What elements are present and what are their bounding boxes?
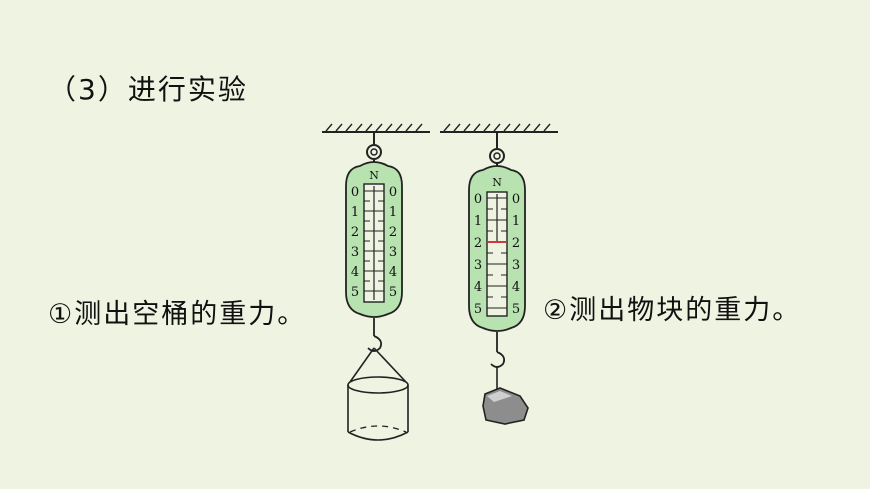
- ceiling-bar-left: [322, 123, 430, 133]
- scale-2-tick-left: 1: [474, 214, 482, 229]
- hook-2: [490, 351, 506, 368]
- scale-2-tick-left: 4: [474, 280, 482, 295]
- scale-2-tick-left: 5: [474, 302, 482, 317]
- scale-1-tick-left: 1: [351, 205, 359, 220]
- scale-2-tick-right: 4: [512, 280, 520, 295]
- spring-scale-1: N 0 1 2 3 4 5 0 1 2 3 4 5: [345, 132, 403, 352]
- step-1-caption: ①测出空桶的重力。: [48, 299, 307, 330]
- scale-2-tick-left: 3: [474, 258, 482, 273]
- scale-2-tick-right: 0: [512, 192, 520, 207]
- scale-1-tick-right: 5: [389, 285, 397, 300]
- scale-1-tick-right: 2: [389, 225, 397, 240]
- scale-2-unit: N: [492, 176, 502, 189]
- stone-block: [482, 366, 529, 425]
- scale-2-tick-right: 2: [512, 236, 520, 251]
- scale-2-tick-right: 3: [512, 258, 520, 273]
- scale-1-tick-right: 4: [389, 265, 397, 280]
- scale-1-tick-right: 3: [389, 245, 397, 260]
- scale-1-tick-left: 4: [351, 265, 359, 280]
- scale-2-tick-left: 0: [474, 192, 482, 207]
- section-heading: （3）进行实验: [48, 73, 248, 106]
- scale-2-tick-right: 5: [512, 302, 520, 317]
- scale-1-tick-left: 0: [351, 185, 359, 200]
- ceiling-bar-right: [440, 123, 558, 133]
- scale-1-tick-left: 3: [351, 245, 359, 260]
- scale-2-tick-left: 2: [474, 236, 482, 251]
- scale-1-tick-left: 5: [351, 285, 359, 300]
- empty-bucket: [347, 347, 409, 441]
- scale-2-tick-right: 1: [512, 214, 520, 229]
- scale-1-unit: N: [369, 169, 379, 182]
- scale-1-tick-right: 0: [389, 185, 397, 200]
- step-2-caption: ②测出物块的重力。: [543, 295, 802, 326]
- scale-1-tick-right: 1: [389, 205, 397, 220]
- scale-1-tick-left: 2: [351, 225, 359, 240]
- spring-scale-2: N 0 1 2 3 4 5 0 1 2 3 4 5: [468, 132, 526, 368]
